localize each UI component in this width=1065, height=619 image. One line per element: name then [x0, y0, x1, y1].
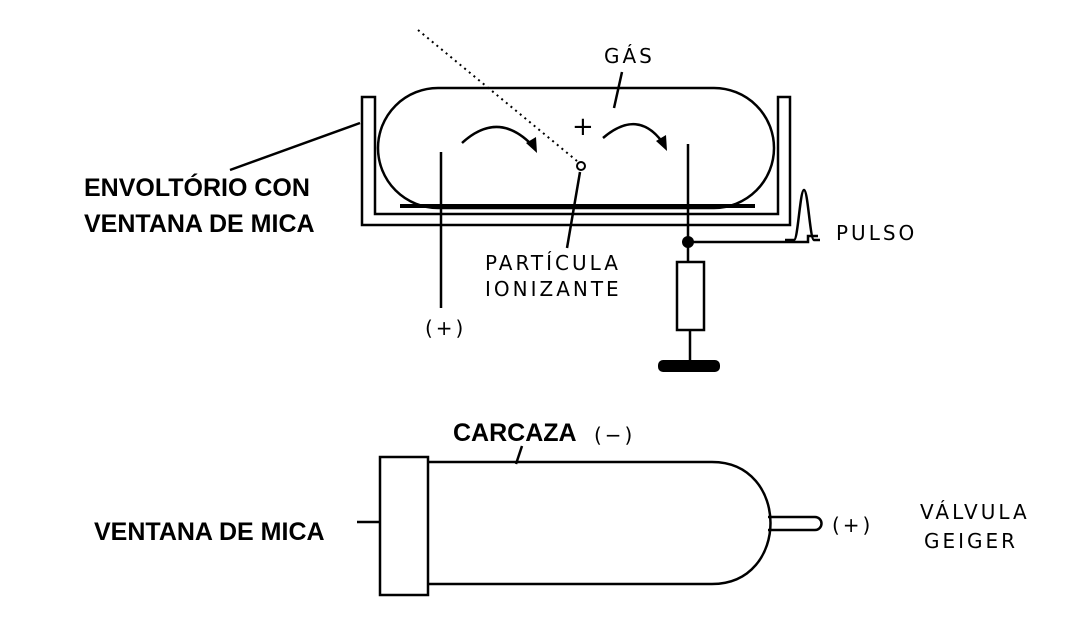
mica-window-label: VENTANA DE MICA	[94, 518, 325, 546]
particle-trajectory	[417, 29, 578, 162]
particle-icon	[576, 161, 586, 171]
valve-title-line2: GEIGER	[924, 529, 1018, 553]
geiger-valve-outline: CARCAZA (−) VENTANA DE MICA (+) VÁLVULA …	[94, 419, 1030, 597]
envelope-label-leader	[229, 121, 361, 172]
pulse-output-line	[688, 234, 818, 244]
pulse-waveform-icon	[785, 188, 820, 242]
particle-label-line2: IONIZANTE	[485, 277, 622, 301]
ground-symbol	[658, 360, 720, 372]
particle-label-line1: PARTÍCULA	[485, 251, 621, 275]
envelope-outer	[360, 95, 792, 227]
envelope-label-line1: ENVOLTÓRIO CON	[84, 172, 310, 202]
gas-label: GÁS	[604, 44, 655, 68]
casing-polarity-label: (−)	[594, 423, 635, 447]
envelope-label-line2: VENTANA DE MICA	[84, 210, 315, 238]
casing-label: CARCAZA	[453, 419, 577, 447]
anode-terminal-label: (+)	[425, 316, 466, 340]
resistor	[675, 260, 706, 332]
pulse-label: PULSO	[836, 221, 917, 245]
mica-window-block	[378, 455, 430, 597]
ion-arrow-left	[461, 125, 533, 146]
casing-body	[428, 460, 772, 586]
arrow-head-right	[656, 135, 667, 151]
geiger-tube-schematic: GÁS + ENVOLTÓRIO CON VENTANA DE MICA PAR…	[84, 29, 917, 372]
arrow-head-left	[526, 137, 537, 153]
anode-pin	[768, 515, 823, 532]
valve-title-line1: VÁLVULA	[920, 500, 1030, 524]
casing-label-leader	[514, 445, 524, 465]
ion-plus-sign: +	[572, 112, 594, 142]
anode-pin-label: (+)	[832, 513, 873, 537]
gas-label-leader	[612, 71, 624, 109]
ion-arrow-right	[602, 122, 665, 144]
particle-label-leader	[565, 171, 582, 249]
